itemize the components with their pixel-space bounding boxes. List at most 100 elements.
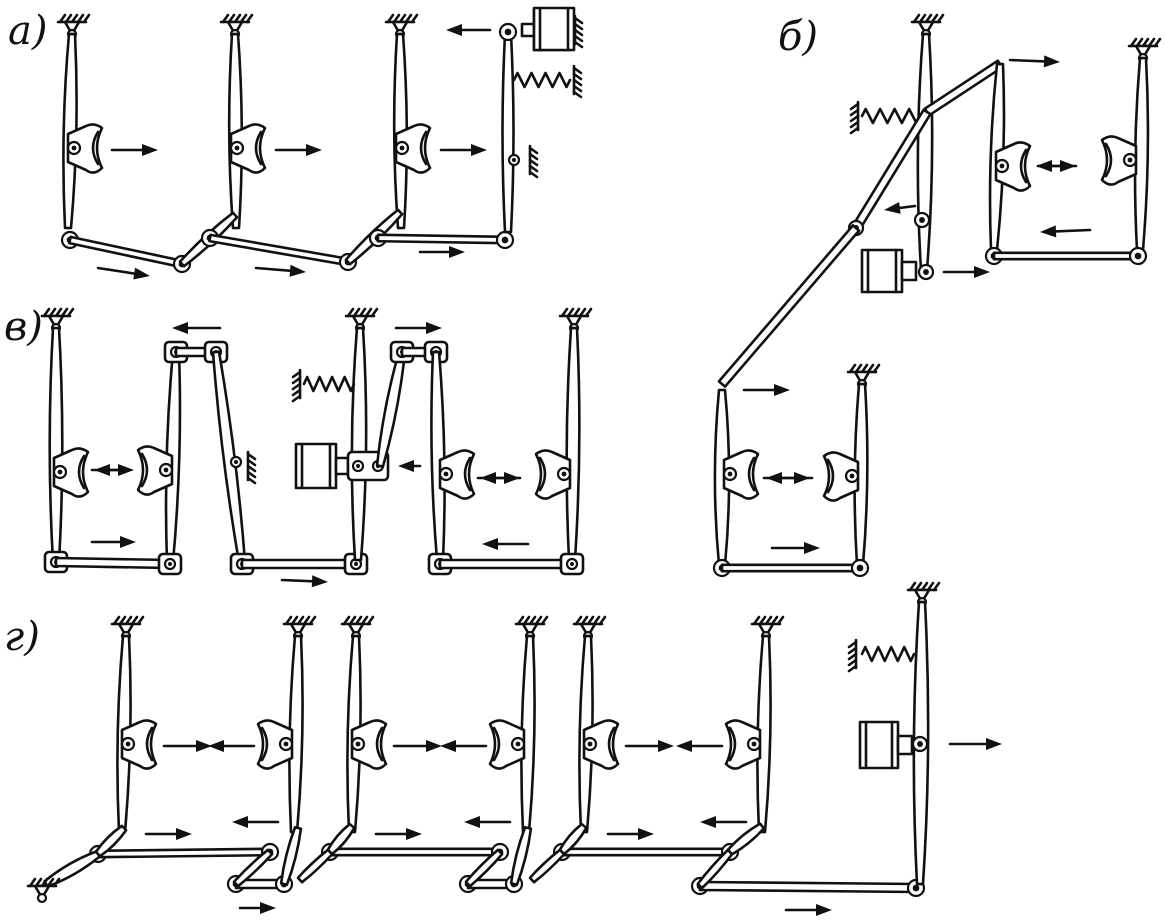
force-arrow-icon bbox=[784, 904, 832, 916]
panel-g bbox=[26, 581, 1002, 916]
wall-support-icon bbox=[528, 144, 539, 179]
tie-rod bbox=[992, 251, 1140, 261]
pivot-joint bbox=[351, 459, 365, 473]
force-arrow-icon bbox=[446, 24, 492, 36]
fixed-support-icon bbox=[110, 615, 145, 642]
force-arrow-icon bbox=[172, 322, 222, 334]
force-arrow-icon bbox=[482, 538, 530, 550]
tie-rod bbox=[923, 59, 1004, 117]
brake-shoe-icon bbox=[136, 445, 174, 496]
pivot-joint bbox=[850, 558, 870, 578]
force-arrow-icon bbox=[232, 816, 280, 828]
brake-shoe-icon bbox=[394, 123, 432, 174]
force-arrow-icon bbox=[942, 266, 990, 278]
fixed-support-icon bbox=[906, 581, 941, 608]
brake-shoe-icon bbox=[229, 123, 267, 174]
tie-rod bbox=[698, 880, 918, 894]
panel-label-v: в) bbox=[4, 304, 43, 350]
tie-rod bbox=[376, 233, 507, 245]
brake-lever bbox=[62, 32, 78, 230]
brake-lever bbox=[211, 350, 247, 564]
brake-lever bbox=[509, 825, 533, 887]
brake-lever bbox=[756, 634, 772, 834]
force-arrow-icon bbox=[624, 740, 674, 752]
spring-icon bbox=[512, 71, 572, 89]
force-arrow-icon bbox=[208, 740, 256, 752]
pivot-joint bbox=[917, 263, 935, 281]
brake-lever bbox=[94, 824, 128, 858]
force-arrow-icon bbox=[418, 246, 465, 258]
fixed-support-icon bbox=[26, 877, 61, 904]
force-arrow-icon bbox=[440, 740, 488, 752]
force-arrow-icon bbox=[1008, 55, 1060, 68]
force-arrow-icon bbox=[766, 472, 814, 484]
tie-rod bbox=[717, 224, 861, 388]
force-arrow-icon bbox=[884, 202, 917, 214]
force-arrow-icon bbox=[96, 266, 150, 280]
tie-rod bbox=[68, 235, 184, 269]
force-arrow-icon bbox=[144, 828, 192, 840]
brake-lever bbox=[48, 326, 64, 564]
brake-shoe-icon bbox=[1100, 135, 1138, 186]
force-arrow-icon bbox=[606, 828, 654, 840]
pivot-joint bbox=[913, 211, 931, 229]
brake-lever bbox=[558, 822, 588, 856]
wall-support-icon bbox=[572, 64, 583, 99]
brake-shoe-icon bbox=[66, 123, 104, 174]
brake-lever bbox=[232, 848, 274, 888]
pivot-joint bbox=[495, 230, 515, 250]
brake-lever bbox=[916, 32, 934, 272]
wall-support-icon bbox=[246, 450, 257, 485]
fixed-support-icon bbox=[340, 615, 375, 642]
force-arrow-icon bbox=[1040, 225, 1092, 238]
tie-rod bbox=[560, 847, 732, 857]
panel-label-g: г) bbox=[4, 614, 40, 660]
brake-lever bbox=[726, 822, 766, 856]
fixed-support-icon bbox=[572, 615, 607, 642]
brake-shoe-icon bbox=[534, 449, 572, 500]
brake-shoe-icon bbox=[724, 719, 762, 770]
brake-shoe-icon bbox=[438, 449, 476, 500]
brake-shoe-icon bbox=[582, 719, 620, 770]
panel-label-a: а) bbox=[8, 8, 47, 54]
tie-rod bbox=[208, 233, 350, 267]
panel-b bbox=[712, 13, 1162, 578]
force-arrow-icon bbox=[94, 464, 130, 476]
brake-shoe-icon bbox=[822, 451, 860, 502]
fixed-support-icon bbox=[282, 615, 317, 642]
force-arrow-icon bbox=[110, 144, 158, 156]
pivot-joint bbox=[911, 735, 929, 753]
force-arrow-icon bbox=[280, 575, 328, 588]
tie-rod bbox=[96, 847, 272, 859]
tie-rod bbox=[240, 558, 358, 570]
fixed-support-icon bbox=[384, 13, 419, 40]
force-arrow-icon bbox=[770, 542, 820, 554]
brake-shoe-icon bbox=[994, 141, 1032, 192]
brake-shoe-icon bbox=[722, 449, 760, 500]
wall-support-icon bbox=[849, 100, 860, 135]
tie-rod bbox=[438, 558, 574, 570]
tie-rod bbox=[54, 556, 172, 570]
brake-lever bbox=[565, 326, 581, 562]
force-arrow-icon bbox=[374, 828, 422, 840]
force-arrow-icon bbox=[464, 816, 512, 828]
brake-lever bbox=[501, 32, 515, 234]
force-arrow-icon bbox=[480, 472, 522, 484]
force-arrow-icon bbox=[254, 264, 306, 277]
brake-lever bbox=[296, 848, 334, 884]
pivot-joint bbox=[1128, 246, 1148, 266]
force-arrow-icon bbox=[439, 144, 487, 156]
force-arrow-icon bbox=[742, 384, 790, 396]
force-arrow-icon bbox=[392, 740, 442, 752]
brake-shoe-icon bbox=[350, 719, 388, 770]
force-arrow-icon bbox=[1036, 160, 1078, 172]
pivot-joint bbox=[229, 455, 243, 469]
spring-icon bbox=[860, 645, 916, 663]
force-arrow-icon bbox=[90, 536, 136, 548]
tie-rod bbox=[328, 847, 502, 857]
brake-shoe-icon bbox=[52, 447, 90, 498]
wall-support-icon bbox=[573, 14, 584, 49]
brake-shoe-icon bbox=[256, 719, 294, 770]
pivot-joint bbox=[507, 153, 521, 167]
